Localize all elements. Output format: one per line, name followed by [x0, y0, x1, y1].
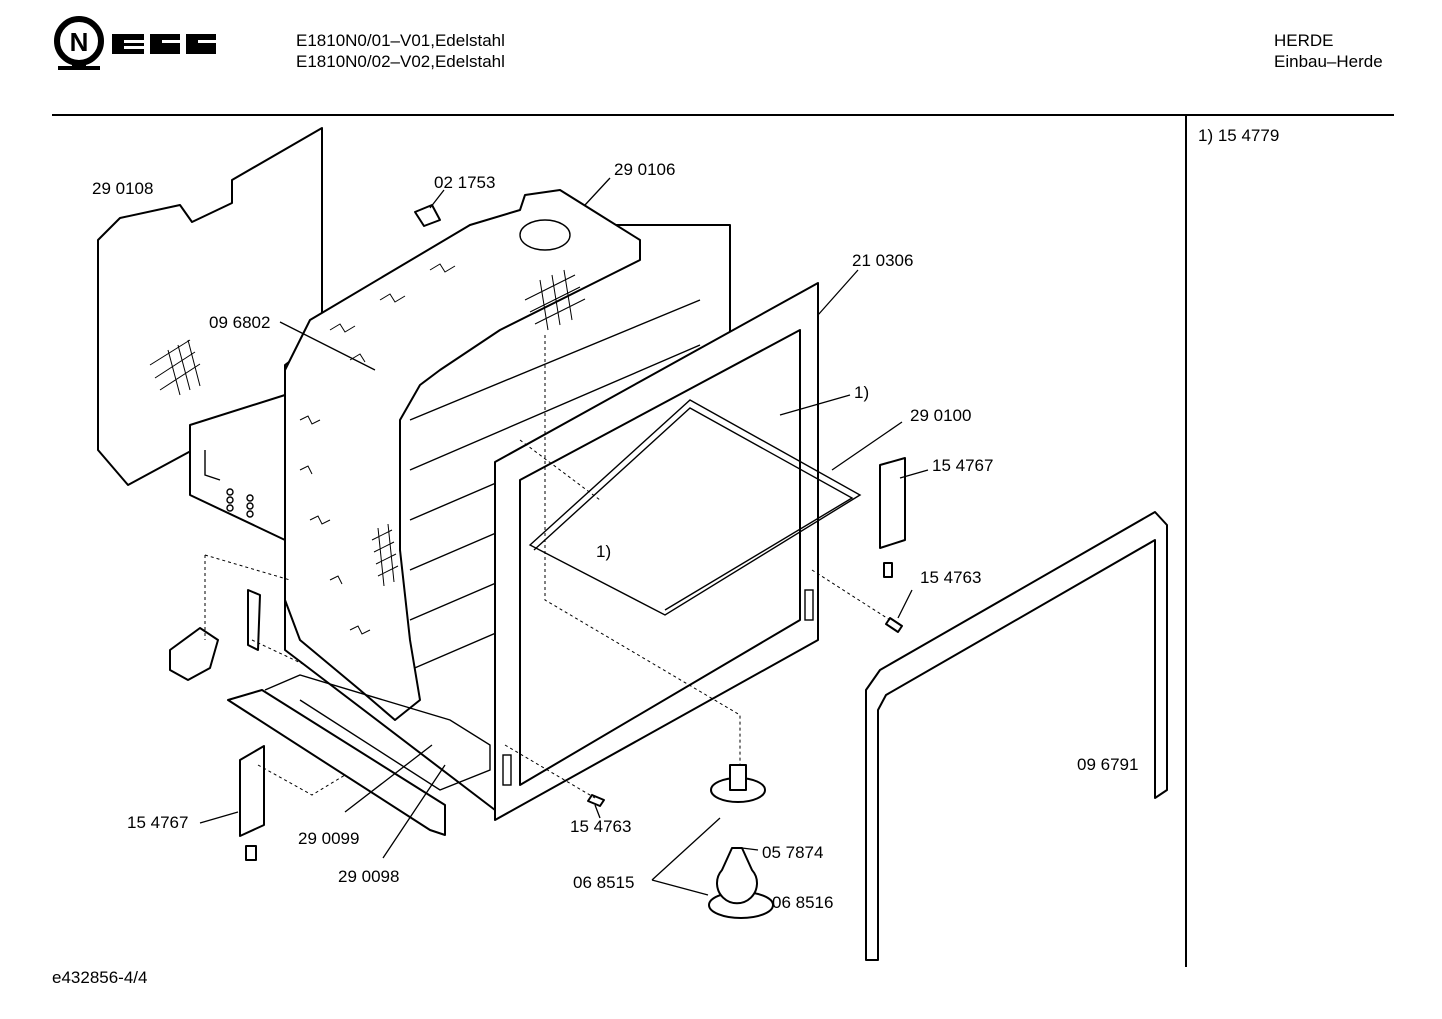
part-label: 29 0098	[338, 867, 399, 886]
part-label: 06 8516	[772, 893, 833, 912]
clip-part	[414, 204, 441, 227]
insulation-part	[284, 189, 641, 721]
door-seal-part	[865, 511, 1168, 961]
leader-lines	[199, 177, 929, 896]
front-frame-part	[494, 282, 819, 821]
lamp-socket-part	[708, 764, 774, 919]
hinge-bracket-part	[169, 627, 219, 681]
document-id: e432856-4/4	[52, 968, 148, 987]
side-clamp-part	[239, 457, 906, 837]
model-list: E1810N0/01–V01,Edelstahl E1810N0/02–V02,…	[296, 30, 505, 72]
part-label: 15 4763	[570, 817, 631, 836]
part-label: 1)	[596, 542, 611, 561]
part-label: 09 6791	[1077, 755, 1138, 774]
neff-logo: N	[52, 14, 222, 79]
part-label: 29 0099	[298, 829, 359, 848]
part-label: 29 0108	[92, 179, 153, 198]
part-label: 09 6802	[209, 313, 270, 332]
part-label: 15 4767	[932, 456, 993, 475]
part-label: 02 1753	[434, 173, 495, 192]
category-block: HERDE Einbau–Herde	[1274, 30, 1383, 72]
side-bracket-part	[189, 394, 286, 541]
category-title: HERDE	[1274, 31, 1334, 50]
model-line-1: E1810N0/01–V01,Edelstahl	[296, 31, 505, 50]
part-label: 05 7874	[762, 843, 823, 862]
part-label: 15 4763	[920, 568, 981, 587]
part-label: 29 0106	[614, 160, 675, 179]
oven-rack-part	[528, 399, 862, 616]
screw-part	[245, 562, 903, 861]
part-label: 1)	[854, 383, 869, 402]
svg-text:N: N	[70, 27, 89, 57]
side-divider	[1185, 116, 1187, 967]
side-panel-part	[97, 127, 323, 486]
part-label: 15 4767	[127, 813, 188, 832]
model-line-2: E1810N0/02–V02,Edelstahl	[296, 52, 505, 71]
footnote-text: 1) 15 4779	[1198, 126, 1280, 145]
subcategory-title: Einbau–Herde	[1274, 52, 1383, 71]
assembly-lines	[204, 335, 891, 799]
part-label: 06 8515	[573, 873, 634, 892]
header-divider	[52, 114, 1394, 116]
part-label: 21 0306	[852, 251, 913, 270]
bottom-heater-part	[227, 674, 491, 836]
part-label: 29 0100	[910, 406, 971, 425]
